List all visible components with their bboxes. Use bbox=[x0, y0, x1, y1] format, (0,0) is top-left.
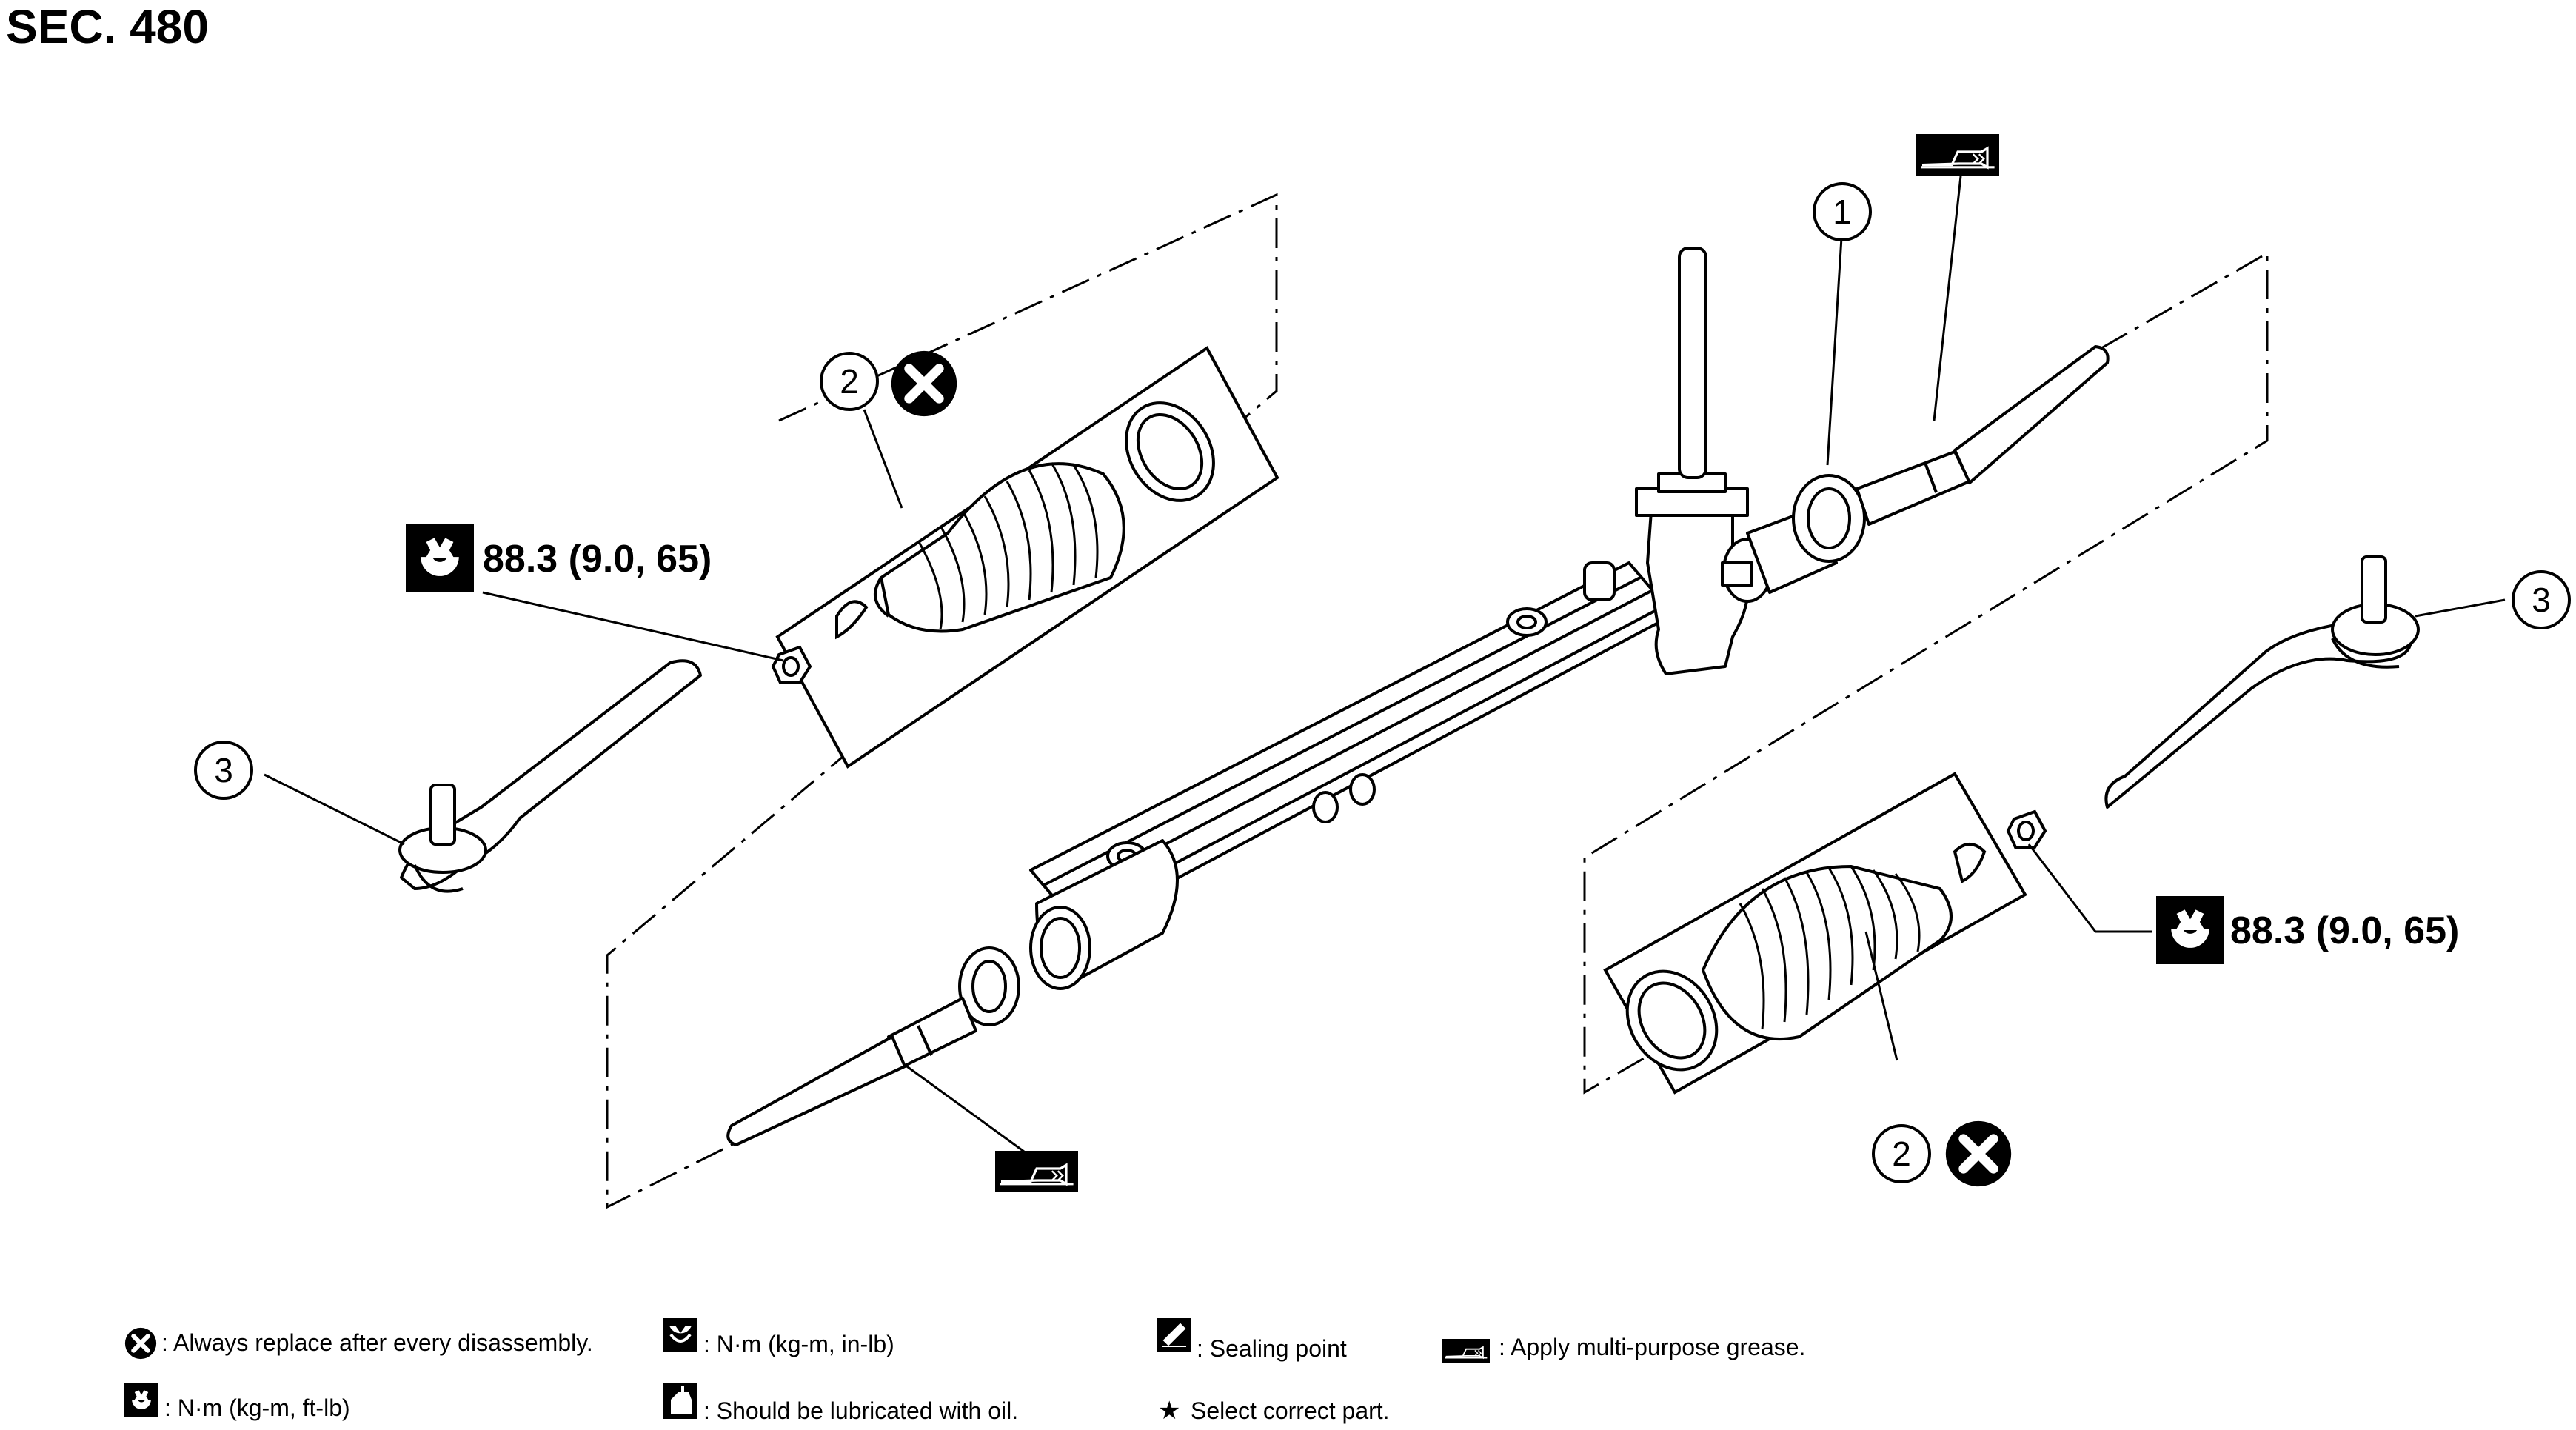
torque-wrench-icon bbox=[2156, 896, 2224, 964]
legend-torque-in-lb: : N·m (kg-m, in-lb) bbox=[663, 1318, 894, 1357]
legend-oil: : Should be lubricated with oil. bbox=[663, 1383, 1018, 1424]
boot-bellows-right bbox=[1701, 864, 1953, 1041]
svg-text:1: 1 bbox=[1833, 193, 1852, 231]
torque-wrench-icon bbox=[124, 1383, 158, 1417]
lock-nut-left bbox=[771, 645, 812, 684]
legend-grease: : Apply multi-purpose grease. bbox=[1442, 1334, 1805, 1363]
svg-text:: Should be lubricated with oi: : Should be lubricated with oil. bbox=[703, 1397, 1018, 1424]
leader-lines bbox=[264, 176, 2506, 1153]
tie-rod-inner-left bbox=[726, 1035, 906, 1146]
legend-replace: : Always replace after every disassembly… bbox=[125, 1328, 593, 1359]
svg-text:: N·m (kg-m, in-lb): : N·m (kg-m, in-lb) bbox=[703, 1331, 894, 1357]
replace-icon bbox=[125, 1328, 156, 1359]
torque-spec-right: 88.3 (9.0, 65) bbox=[2156, 896, 2459, 964]
svg-text:: Apply multi-purpose grease.: : Apply multi-purpose grease. bbox=[1499, 1334, 1805, 1360]
svg-text:2: 2 bbox=[840, 362, 859, 401]
svg-text:88.3 (9.0, 65): 88.3 (9.0, 65) bbox=[2230, 909, 2459, 952]
legend: : Always replace after every disassembly… bbox=[124, 1318, 1805, 1425]
tie-rod-inner-right bbox=[1953, 345, 2110, 484]
boot-assembly-right bbox=[1603, 772, 2027, 1095]
boot-assembly-left bbox=[775, 346, 1279, 769]
tie-rod-end-left bbox=[398, 659, 702, 893]
svg-text:88.3 (9.0, 65): 88.3 (9.0, 65) bbox=[483, 538, 712, 581]
svg-text:3: 3 bbox=[214, 751, 233, 789]
svg-text:2: 2 bbox=[1892, 1135, 1911, 1173]
steering-gear-assembly bbox=[726, 247, 2110, 1146]
replace-icon bbox=[1946, 1121, 2011, 1186]
callout-3-left: 3 bbox=[194, 741, 253, 800]
ball-stud-right bbox=[2361, 555, 2387, 624]
callout-2-left: 2 bbox=[820, 351, 957, 416]
callout-1: 1 bbox=[1813, 182, 1872, 241]
torque-wrench-icon bbox=[406, 524, 474, 592]
replace-icon bbox=[891, 351, 957, 416]
boot-bellows-left bbox=[879, 462, 1125, 633]
grease-icon bbox=[995, 1150, 1078, 1193]
legend-select: ★ Select correct part. bbox=[1158, 1397, 1390, 1425]
grease-icon bbox=[1916, 133, 1999, 176]
legend-sealing: : Sealing point bbox=[1157, 1318, 1347, 1362]
callout-2-right: 2 bbox=[1872, 1121, 2011, 1186]
svg-text:: N·m (kg-m, ft-lb): : N·m (kg-m, ft-lb) bbox=[164, 1394, 350, 1421]
legend-torque-ft-lb: : N·m (kg-m, ft-lb) bbox=[124, 1383, 350, 1421]
star-icon: ★ bbox=[1158, 1397, 1180, 1425]
ball-stud-left bbox=[429, 784, 456, 846]
tie-rod-end-right bbox=[2104, 555, 2420, 809]
svg-text:Select correct part.: Select correct part. bbox=[1191, 1397, 1390, 1424]
boot-band-right bbox=[1953, 843, 1987, 883]
svg-text:: Sealing point: : Sealing point bbox=[1197, 1335, 1347, 1362]
svg-text:3: 3 bbox=[2532, 581, 2551, 619]
pinion-input-shaft bbox=[1678, 247, 1707, 479]
svg-text:: Always replace after every d: : Always replace after every disassembly… bbox=[161, 1329, 593, 1356]
grease-icon bbox=[1442, 1339, 1490, 1363]
torque-spec-left: 88.3 (9.0, 65) bbox=[406, 524, 712, 592]
lock-nut-right bbox=[2006, 809, 2047, 849]
callout-3-right: 3 bbox=[2512, 570, 2571, 629]
inner-socket-right bbox=[1856, 450, 1971, 526]
boot-band-left bbox=[835, 600, 869, 640]
section-title: SEC. 480 bbox=[6, 0, 209, 53]
